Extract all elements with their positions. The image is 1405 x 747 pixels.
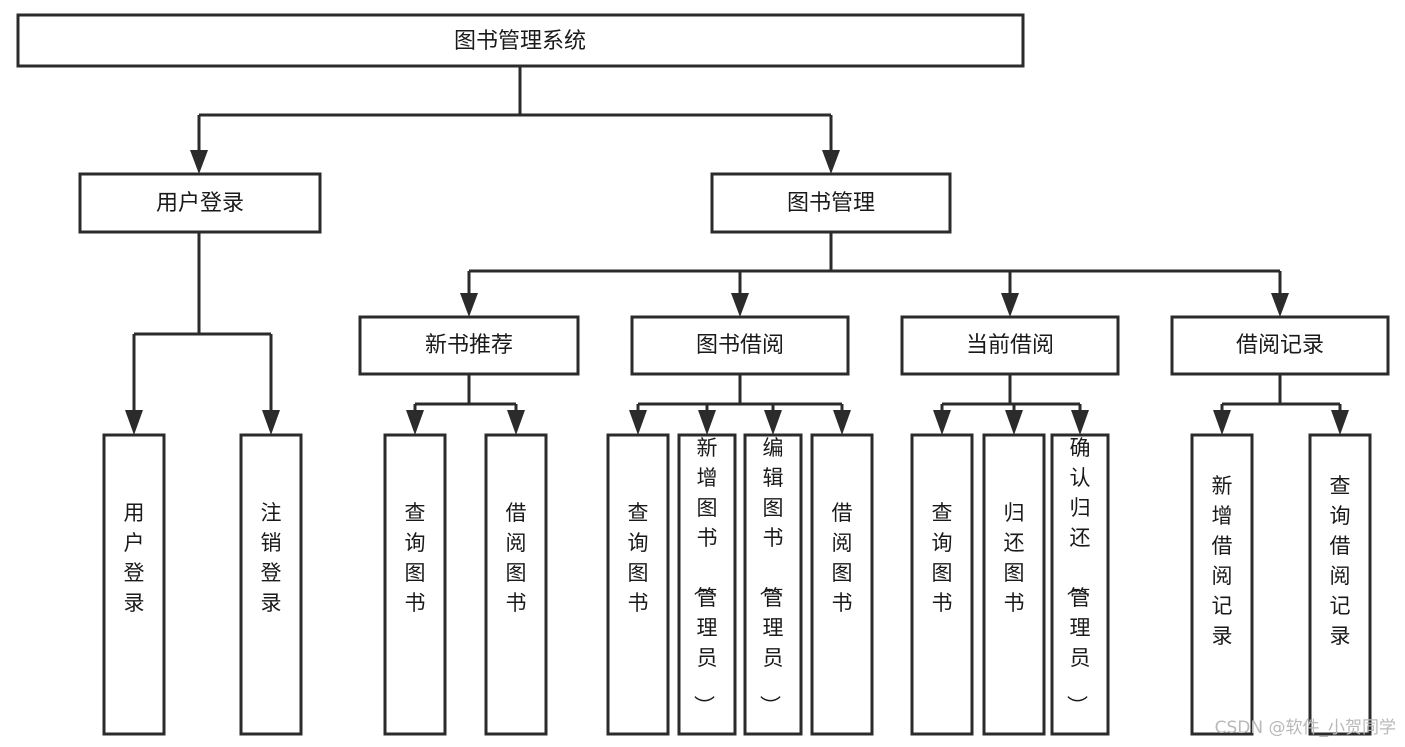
node-leaf-logout-box[interactable] [239, 433, 303, 736]
arrow-to-leaf-return-book [1005, 410, 1023, 435]
node-user-login-label: 用户登录 [156, 191, 244, 216]
node-leaf-add-book-label: 新增图书（管理员） [692, 436, 718, 716]
arrow-to-leaf-query-book-3 [933, 410, 951, 435]
node-book-borrow-box[interactable] [630, 315, 850, 376]
arrow-to-borrow-records [1271, 293, 1289, 317]
arrow-to-user-login [190, 150, 208, 174]
node-leaf-user-login-box[interactable] [102, 433, 166, 736]
node-new-book-recommend-label: 新书推荐 [425, 333, 513, 358]
node-leaf-confirm-return-label: 确认归还（管理员） [1065, 436, 1091, 716]
node-leaf-query-book-3-box[interactable] [910, 433, 974, 736]
node-leaf-add-borrow-record-label: 新增借阅记录 [1212, 474, 1233, 648]
arrow-to-book-management [822, 150, 840, 174]
node-root-box[interactable] [16, 13, 1025, 68]
node-leaf-query-borrow-record-label: 查询借阅记录 [1330, 474, 1351, 648]
node-leaf-query-book-2-label: 查询图书 [628, 501, 649, 615]
node-current-borrow-label: 当前借阅 [966, 333, 1054, 358]
node-leaf-edit-book-label: 编辑图书（管理员） [758, 436, 784, 716]
node-leaf-query-borrow-record-box[interactable] [1308, 433, 1372, 736]
node-leaf-add-borrow-record-box[interactable] [1190, 433, 1254, 736]
node-leaf-query-book-3-label: 查询图书 [932, 501, 953, 615]
node-leaf-borrow-book-1-box[interactable] [484, 433, 548, 736]
node-leaf-borrow-book-1-label: 借阅图书 [506, 501, 527, 615]
node-leaf-query-book-1[interactable]: 查询图书 [383, 433, 447, 736]
connector-layer [125, 66, 1349, 435]
arrow-to-leaf-user-login [125, 410, 143, 435]
node-leaf-query-book-3[interactable]: 查询图书 [910, 433, 974, 736]
node-leaf-borrow-book-2-box[interactable] [810, 433, 874, 736]
node-leaf-add-book[interactable]: 新增图书（管理员） [677, 433, 737, 736]
node-borrow-records-label: 借阅记录 [1236, 333, 1324, 358]
node-leaf-confirm-return-box[interactable] [1050, 433, 1110, 736]
arrow-to-new-book-recommend [460, 293, 478, 317]
node-leaf-query-borrow-record[interactable]: 查询借阅记录 [1308, 433, 1372, 736]
node-leaf-user-login-label: 用户登录 [124, 501, 145, 615]
arrow-to-leaf-add-borrow-record [1213, 410, 1231, 435]
arrow-to-leaf-query-book-1 [406, 410, 424, 435]
node-book-borrow-label: 图书借阅 [696, 333, 784, 358]
node-user-login[interactable]: 用户登录 [78, 172, 322, 234]
arrow-to-book-borrow [731, 293, 749, 317]
arrow-to-current-borrow [1001, 293, 1019, 317]
node-current-borrow[interactable]: 当前借阅 [900, 315, 1120, 376]
node-leaf-query-book-2-box[interactable] [606, 433, 670, 736]
node-book-management[interactable]: 图书管理 [710, 172, 952, 234]
node-book-borrow[interactable]: 图书借阅 [630, 315, 850, 376]
arrow-to-leaf-add-book [698, 410, 716, 435]
node-leaf-query-book-2[interactable]: 查询图书 [606, 433, 670, 736]
csdn-watermark: CSDN @软件_小贺同学 [1215, 718, 1396, 738]
arrow-to-leaf-query-book-2 [629, 410, 647, 435]
node-leaf-borrow-book-2[interactable]: 借阅图书 [810, 433, 874, 736]
node-borrow-records[interactable]: 借阅记录 [1170, 315, 1390, 376]
node-leaf-user-login[interactable]: 用户登录 [102, 433, 166, 736]
node-new-book-recommend[interactable]: 新书推荐 [358, 315, 580, 376]
node-leaf-confirm-return[interactable]: 确认归还（管理员） [1050, 433, 1110, 736]
node-leaf-return-book-label: 归还图书 [1004, 501, 1025, 615]
node-root[interactable]: 图书管理系统 [16, 13, 1025, 68]
node-leaf-query-book-1-label: 查询图书 [405, 501, 426, 615]
node-leaf-borrow-book-1[interactable]: 借阅图书 [484, 433, 548, 736]
node-leaf-borrow-book-2-label: 借阅图书 [832, 501, 853, 615]
node-leaf-return-book-box[interactable] [982, 433, 1046, 736]
node-root-label: 图书管理系统 [454, 29, 586, 54]
arrow-to-leaf-borrow-book-1 [507, 410, 525, 435]
node-leaf-logout-label: 注销登录 [261, 501, 282, 615]
node-leaf-logout[interactable]: 注销登录 [239, 433, 303, 736]
node-leaf-add-book-box[interactable] [677, 433, 737, 736]
node-new-book-recommend-box[interactable] [358, 315, 580, 376]
node-leaf-return-book[interactable]: 归还图书 [982, 433, 1046, 736]
node-borrow-records-box[interactable] [1170, 315, 1390, 376]
node-current-borrow-box[interactable] [900, 315, 1120, 376]
arrow-to-leaf-edit-book [764, 410, 782, 435]
arrow-to-leaf-confirm-return [1071, 410, 1089, 435]
arrow-to-leaf-logout [262, 410, 280, 435]
node-leaf-edit-book-box[interactable] [743, 433, 803, 736]
arrow-to-leaf-query-borrow-record [1331, 410, 1349, 435]
node-book-management-label: 图书管理 [787, 191, 875, 216]
arrow-to-leaf-borrow-book-2 [833, 410, 851, 435]
node-leaf-edit-book[interactable]: 编辑图书（管理员） [743, 433, 803, 736]
node-user-login-box[interactable] [78, 172, 322, 234]
node-book-management-box[interactable] [710, 172, 952, 234]
node-leaf-add-borrow-record[interactable]: 新增借阅记录 [1190, 433, 1254, 736]
leaf-layer: 用户登录 注销登录 查询图书 借阅图书 查询图书 新增图书（管理员） [102, 433, 1372, 736]
node-leaf-query-book-1-box[interactable] [383, 433, 447, 736]
